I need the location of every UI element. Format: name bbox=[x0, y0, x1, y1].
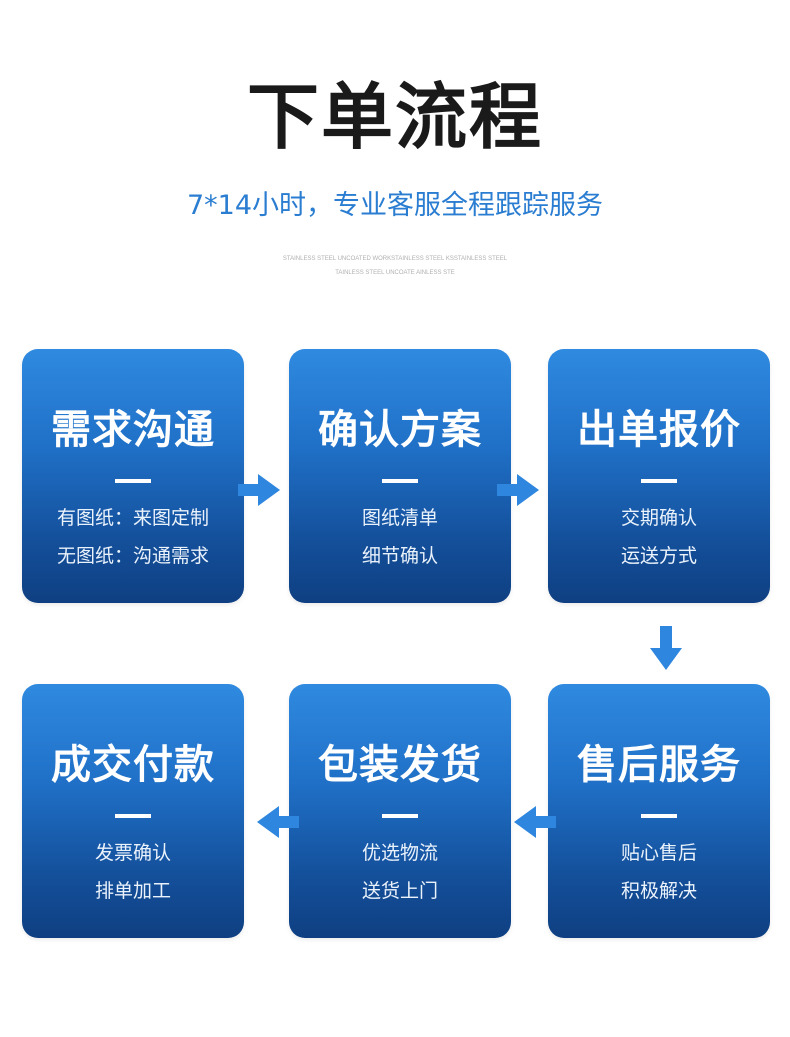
arrow-left-icon bbox=[514, 806, 556, 838]
step-detail-2: 无图纸：沟通需求 bbox=[56, 545, 209, 567]
step-title: 需求沟通 bbox=[51, 407, 215, 453]
step-title: 售后服务 bbox=[577, 742, 741, 788]
page-title: 下单流程 bbox=[246, 75, 543, 159]
step-card-shipping: 包装发货 优选物流 送货上门 bbox=[289, 684, 511, 938]
step-detail-1: 交期确认 bbox=[620, 507, 697, 529]
step-detail-2: 排单加工 bbox=[94, 880, 171, 902]
step-detail-1: 优选物流 bbox=[361, 842, 438, 864]
step-detail-1: 图纸清单 bbox=[361, 507, 438, 529]
step-card-after-sales: 售后服务 贴心售后 积极解决 bbox=[548, 684, 770, 938]
step-title: 出单报价 bbox=[577, 407, 741, 453]
decorative-text-line-2: TAINLESS STEEL UNCOATE AINLESS STE bbox=[335, 270, 455, 276]
arrow-right-icon bbox=[238, 474, 280, 506]
step-detail-2: 送货上门 bbox=[361, 880, 438, 902]
arrow-right-icon bbox=[497, 474, 539, 506]
step-detail-1: 发票确认 bbox=[94, 842, 171, 864]
step-divider bbox=[641, 814, 677, 818]
step-card-requirement: 需求沟通 有图纸：来图定制 无图纸：沟通需求 bbox=[22, 349, 244, 603]
step-detail-1: 有图纸：来图定制 bbox=[56, 507, 209, 529]
step-detail-2: 运送方式 bbox=[620, 545, 697, 567]
step-detail-2: 细节确认 bbox=[361, 545, 438, 567]
step-card-confirm-plan: 确认方案 图纸清单 细节确认 bbox=[289, 349, 511, 603]
arrow-down-icon bbox=[650, 626, 682, 670]
step-detail-2: 积极解决 bbox=[620, 880, 697, 902]
step-title: 确认方案 bbox=[318, 407, 482, 453]
page-subtitle: 7*14小时，专业客服全程跟踪服务 bbox=[186, 190, 604, 221]
step-title: 成交付款 bbox=[51, 742, 215, 788]
step-divider bbox=[382, 479, 418, 483]
step-detail-1: 贴心售后 bbox=[620, 842, 697, 864]
step-divider bbox=[115, 479, 151, 483]
arrow-left-icon bbox=[257, 806, 299, 838]
decorative-text-line-1: STAINLESS STEEL UNCOATED WORKSTAINLESS S… bbox=[282, 256, 508, 262]
step-divider bbox=[641, 479, 677, 483]
step-divider bbox=[382, 814, 418, 818]
step-divider bbox=[115, 814, 151, 818]
step-title: 包装发货 bbox=[318, 742, 482, 788]
step-card-payment: 成交付款 发票确认 排单加工 bbox=[22, 684, 244, 938]
step-card-quotation: 出单报价 交期确认 运送方式 bbox=[548, 349, 770, 603]
